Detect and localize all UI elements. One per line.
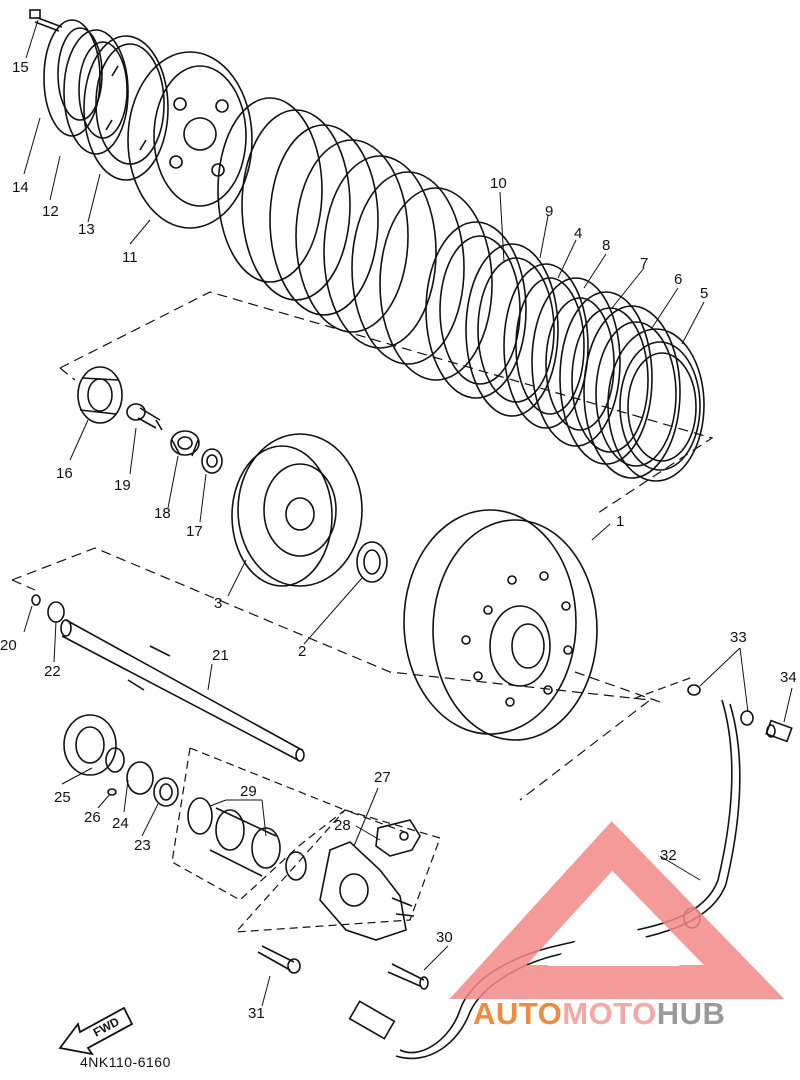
callout-3: 3 xyxy=(214,595,223,612)
guide-outline-lever xyxy=(234,677,691,933)
callout-18: 18 xyxy=(154,505,171,522)
bolt-19 xyxy=(126,403,163,431)
shaft-assembly-29 xyxy=(187,797,307,881)
callout-5: 5 xyxy=(700,285,709,302)
circlip-20 xyxy=(31,594,41,606)
callout-10: 10 xyxy=(490,175,507,192)
callout-32: 32 xyxy=(660,847,677,864)
driven-gear-3 xyxy=(231,433,363,587)
guide-outline-shaft-assembly xyxy=(171,747,411,901)
callout-16: 16 xyxy=(56,465,73,482)
automotohub-logo-triangle xyxy=(449,821,785,999)
callout-2: 2 xyxy=(298,643,307,660)
callout-22: 22 xyxy=(44,663,61,680)
callout-26: 26 xyxy=(84,809,101,826)
callout-11: 11 xyxy=(122,249,138,266)
fwd-arrow-icon xyxy=(58,1006,134,1056)
automotohub-wordmark: AUTOMOTOHUB xyxy=(473,996,725,1032)
collar-18 xyxy=(170,430,200,457)
callout-15: 15 xyxy=(12,59,29,76)
bolt-34 xyxy=(765,719,793,743)
callout-17: 17 xyxy=(186,523,203,540)
clutch-boss-1 xyxy=(403,509,598,741)
guide-outline-upper xyxy=(59,291,714,516)
lever-bracket-28 xyxy=(375,819,421,857)
clutch-plate-stack xyxy=(217,97,493,381)
callout-23: 23 xyxy=(134,837,151,854)
callout-29: 29 xyxy=(240,783,257,800)
callout-30: 30 xyxy=(436,929,453,946)
push-rod-21 xyxy=(60,619,305,762)
plate-6 xyxy=(583,305,681,479)
washer-17 xyxy=(201,448,223,474)
callout-13: 13 xyxy=(78,221,95,238)
callout-7: 7 xyxy=(640,255,649,272)
bolt-30 xyxy=(387,963,429,990)
thrust-washer-2 xyxy=(356,541,388,583)
housing-12 xyxy=(63,29,129,155)
wordmark-auto: AUTO xyxy=(473,996,563,1031)
callout-27: 27 xyxy=(374,769,391,786)
catalog-code: 4NK110-6160 xyxy=(80,1054,171,1070)
callout-31: 31 xyxy=(248,1005,265,1022)
bolt-15 xyxy=(29,9,63,32)
plate-9 xyxy=(465,243,559,417)
callout-14: 14 xyxy=(12,179,29,196)
callout-19: 19 xyxy=(114,477,131,494)
plate-4 xyxy=(503,263,589,429)
ball-22 xyxy=(47,601,65,623)
cover-14 xyxy=(43,19,103,137)
callout-6: 6 xyxy=(674,271,683,288)
callout-28: 28 xyxy=(334,817,351,834)
washer-33b xyxy=(740,710,754,726)
release-lever-27 xyxy=(319,841,415,941)
guide-outline-lower xyxy=(11,547,661,801)
wordmark-moto: MOTO xyxy=(562,996,657,1031)
callout-9: 9 xyxy=(545,203,554,220)
callout-21: 21 xyxy=(212,647,229,664)
callout-12: 12 xyxy=(42,203,59,220)
fwd-label: FWD xyxy=(91,1014,122,1039)
callout-34: 34 xyxy=(780,669,797,686)
friction-plate-10 xyxy=(425,221,527,399)
bolt-31 xyxy=(257,945,301,974)
plate-7 xyxy=(559,291,653,465)
leader-lines xyxy=(23,19,793,1007)
collar-23 xyxy=(153,777,179,807)
callout-4: 4 xyxy=(574,225,583,242)
callout-24: 24 xyxy=(112,815,129,832)
callout-1: 1 xyxy=(616,513,625,530)
callout-33: 33 xyxy=(730,629,747,646)
bearing-16 xyxy=(77,366,123,424)
callout-20: 20 xyxy=(0,637,17,654)
wordmark-hub: HUB xyxy=(656,996,726,1031)
bearing-25 xyxy=(63,714,117,776)
oil-seal-24 xyxy=(105,747,154,795)
pin-26 xyxy=(107,788,117,796)
washer-33a xyxy=(687,684,701,696)
callout-25: 25 xyxy=(54,789,71,806)
plate-8 xyxy=(531,277,621,447)
pressure-plate-11 xyxy=(127,51,253,229)
plate-5 xyxy=(607,328,705,482)
callout-8: 8 xyxy=(602,237,611,254)
